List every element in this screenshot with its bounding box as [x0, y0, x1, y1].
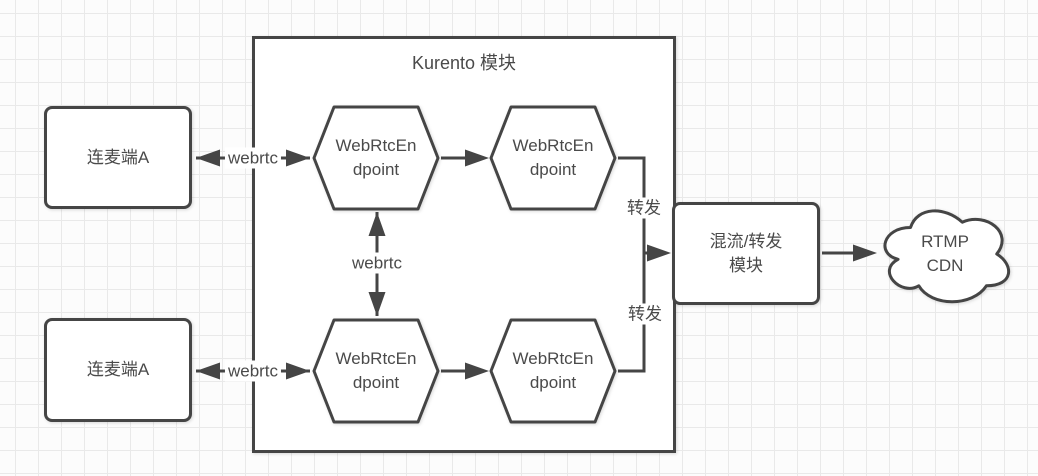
edge-label-webrtc-middle: webrtc — [348, 252, 406, 274]
arrowhead-right-icon — [286, 362, 310, 380]
edge-label-webrtc-top: webrtc — [224, 147, 282, 169]
mixer-forward-module-label: 混流/转发 模块 — [709, 231, 783, 275]
hexagon-shape — [489, 105, 617, 211]
endpoint-label: WebRtcEn dpoint — [335, 136, 417, 179]
edge-forward-bottom — [618, 253, 646, 373]
cloud-shape — [883, 209, 1011, 304]
edge-label-webrtc-bottom: webrtc — [224, 360, 282, 382]
hexagon-shape — [312, 105, 440, 211]
arrowhead-left-icon — [196, 362, 220, 380]
arrowhead-up-icon — [368, 212, 386, 236]
arrowhead-left-icon — [196, 149, 220, 167]
endpoint-label: WebRtcEn dpoint — [335, 349, 417, 392]
arrowhead-right-icon — [286, 149, 310, 167]
webrtc-endpoint-bottom-left: WebRtcEn dpoint — [312, 318, 440, 424]
client-a-top-box: 连麦端A — [44, 106, 192, 209]
endpoint-label: WebRtcEn dpoint — [512, 349, 594, 392]
edge-label-forward-bottom: 转发 — [625, 303, 665, 325]
webrtc-endpoint-top-right: WebRtcEn dpoint — [489, 105, 617, 211]
edge-label-forward-top: 转发 — [624, 197, 664, 219]
client-a-bottom-box: 连麦端A — [44, 318, 192, 422]
client-a-top-label: 连麦端A — [86, 147, 150, 167]
webrtc-endpoint-bottom-right: WebRtcEn dpoint — [489, 318, 617, 424]
hexagon-shape — [312, 318, 440, 424]
hexagon-shape — [489, 318, 617, 424]
webrtc-endpoint-top-left: WebRtcEn dpoint — [312, 105, 440, 211]
rtmp-cdn-cloud: RTMP CDN — [876, 201, 1014, 307]
kurento-module-title: Kurento 模块 — [411, 53, 517, 73]
arrowhead-right-icon — [647, 244, 671, 262]
arrowhead-right-icon — [853, 244, 877, 262]
mixer-forward-module-box: 混流/转发 模块 — [672, 202, 820, 305]
arrowhead-right-icon — [465, 149, 489, 167]
endpoint-label: WebRtcEn dpoint — [512, 136, 594, 179]
client-a-bottom-label: 连麦端A — [86, 360, 150, 379]
arrowhead-down-icon — [368, 292, 386, 316]
arrowhead-right-icon — [465, 362, 489, 380]
rtmp-cdn-label: RTMP CDN — [921, 232, 969, 275]
